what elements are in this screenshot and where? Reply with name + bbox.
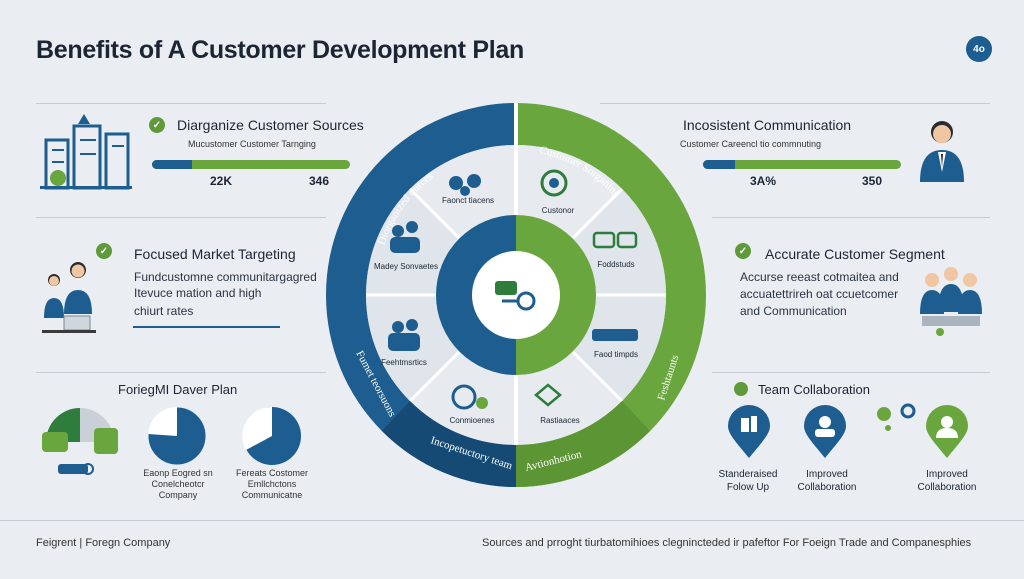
status-dot-icon	[734, 382, 748, 396]
underline-accent	[133, 326, 280, 328]
card-line: chiurt rates	[134, 304, 194, 318]
segment-label: Feehtmsrtics	[381, 358, 427, 367]
pin-label: Improved	[926, 469, 968, 480]
office-building-icon	[40, 114, 132, 190]
footer-sources: Sources and prroght tiurbatomihioes cleg…	[482, 537, 972, 549]
progress-bar	[152, 160, 350, 169]
caption-line: Communicatne	[241, 490, 303, 500]
progress-bar	[703, 160, 901, 169]
businessman-icon	[920, 121, 964, 182]
pin-caption: Improved Collaboration	[910, 468, 984, 494]
pin-caption: Standeraised Folow Up	[712, 468, 784, 494]
pin-caption: Improved Collaboration	[790, 468, 864, 494]
pie-chart-icon	[242, 406, 301, 465]
chart-caption: Fereats Costomer Emllchctons Communicatn…	[230, 468, 314, 501]
progress-fill	[152, 160, 192, 169]
benefits-wheel: Diorganized ources Customer Sorganing Fu…	[326, 103, 706, 487]
divider	[712, 372, 990, 373]
divider	[600, 103, 990, 104]
segment-label: Foddstuds	[597, 260, 634, 269]
check-icon: ✓	[96, 243, 112, 259]
pin-label: Collaboration	[917, 482, 977, 493]
chat-icon	[592, 231, 638, 249]
segment-label: Custonor	[542, 206, 575, 215]
stat-value: 22K	[210, 174, 233, 188]
pin-label: Improved	[806, 469, 848, 480]
footer-divider	[0, 520, 1024, 521]
document-icon	[534, 383, 562, 407]
connection-dots-icon	[877, 403, 916, 431]
progress-fill	[703, 160, 735, 169]
team-icon	[390, 221, 420, 253]
segment-label: Conmioenes	[450, 416, 495, 425]
caption-line: Emllchctons	[247, 479, 297, 489]
stat-value: 350	[862, 174, 883, 188]
data-gauge-icon	[42, 408, 118, 475]
card-title: Team Collaboration	[758, 382, 871, 397]
location-pin-icon	[926, 405, 968, 458]
card-title: Accurate Customer Segment	[765, 246, 945, 262]
segment-label: Rastiaaces	[540, 416, 580, 425]
segment-label: Faonct tiacens	[442, 196, 494, 205]
stat-value: 346	[309, 174, 330, 188]
card-subtitle: Mucustomer Customer Tarnging	[188, 139, 316, 149]
caption-line: Conelcheotcr	[151, 479, 205, 489]
location-pin-icon	[804, 405, 846, 458]
team-group-icon	[920, 267, 982, 336]
business-people-icon	[42, 262, 96, 333]
card-line: and Communication	[740, 304, 847, 318]
check-icon: ✓	[149, 117, 165, 133]
segment-label: Madey Sonvaetes	[374, 262, 438, 271]
card-line: accuatettrireh oat ccuetcomer	[740, 287, 899, 301]
caption-line: Eaonp Eogred sn	[143, 468, 213, 478]
footer-company: Feigrent | Foregn Company	[36, 537, 171, 549]
card-line: Accurse reeast cotmaitea and	[740, 270, 899, 284]
card-line: Fundcustomne communitargagred	[134, 270, 317, 284]
pin-label: Folow Up	[726, 482, 770, 493]
chart-caption: Eaonp Eogred sn Conelcheotcr Company	[140, 468, 216, 501]
divider	[36, 372, 326, 373]
page-title: Benefits of A Customer Development Plan	[36, 36, 524, 64]
caption-line: Fereats Costomer	[235, 468, 309, 478]
shield-icon	[451, 384, 488, 410]
card-line: Itevuce mation and high	[134, 286, 262, 300]
brand-logo: 4o	[966, 36, 992, 62]
pin-label: Standeraised	[718, 469, 778, 480]
team-icon	[388, 319, 420, 351]
divider	[712, 217, 990, 218]
card-title: Focused Market Targeting	[134, 246, 296, 262]
card-title: ForiegMI Daver Plan	[118, 382, 238, 397]
divider	[36, 217, 326, 218]
link-icon	[449, 174, 481, 196]
pie-chart-icon	[147, 406, 207, 466]
divider	[36, 103, 326, 104]
pin-label: Collaboration	[797, 482, 857, 493]
caption-line: Company	[158, 490, 198, 500]
card-title: Incosistent Communication	[683, 117, 852, 133]
card-title: Diarganize Customer Sources	[177, 117, 364, 133]
check-icon: ✓	[735, 243, 751, 259]
segment-label: Faod timpds	[594, 350, 638, 359]
location-pin-icon	[728, 405, 770, 458]
card-subtitle: Customer Careencl tio commnuting	[680, 139, 822, 149]
devices-icon	[592, 329, 638, 341]
stat-value: 3A%	[750, 174, 777, 188]
target-icon	[540, 169, 568, 197]
